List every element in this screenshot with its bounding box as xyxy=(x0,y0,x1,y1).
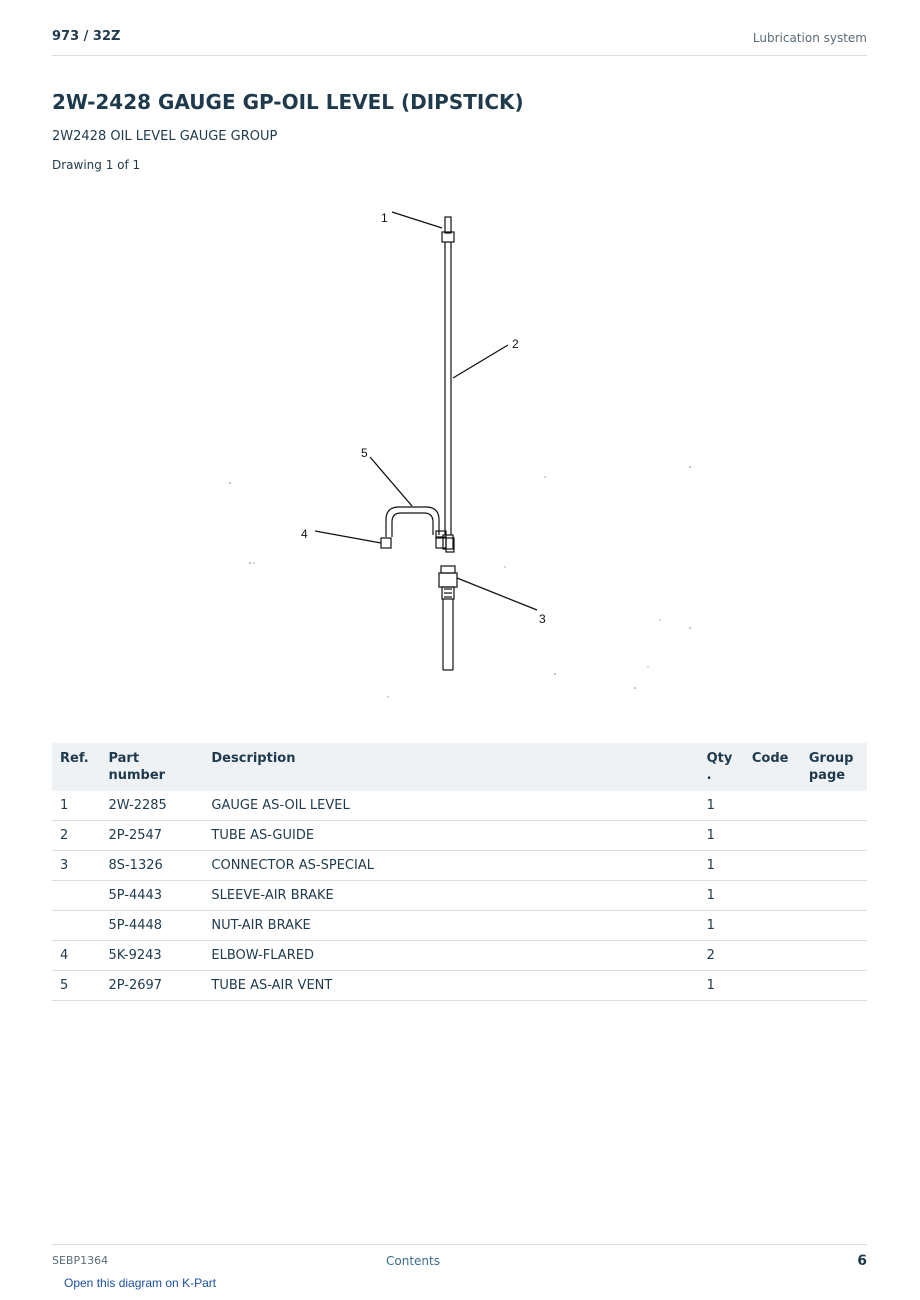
cell-qty: 1 xyxy=(698,791,744,821)
header-description: Description xyxy=(203,743,699,791)
table-row: 4 5K-9243 ELBOW-FLARED 2 xyxy=(52,940,867,971)
page-title: 2W-2428 GAUGE GP-OIL LEVEL (DIPSTICK) xyxy=(52,90,524,114)
table-row: 1 2W-2285 GAUGE AS-OIL LEVEL 1 xyxy=(52,791,867,821)
table-row: 5 2P-2697 TUBE AS-AIR VENT 1 xyxy=(52,970,867,1001)
group-subtitle: 2W2428 OIL LEVEL GAUGE GROUP xyxy=(52,129,278,144)
cell-code xyxy=(743,940,801,971)
parts-diagram: 1 2 3 4 5 xyxy=(229,211,691,698)
dipstick-drawing xyxy=(380,216,458,671)
cell-group-page xyxy=(800,791,867,821)
cell-code xyxy=(743,880,801,911)
page-header: 973 / 32Z Lubrication system xyxy=(52,26,867,56)
drawing-count: Drawing 1 of 1 xyxy=(52,158,141,172)
cell-part-number: 5K-9243 xyxy=(100,940,204,971)
cell-code xyxy=(743,970,801,1001)
cell-part-number: 2P-2697 xyxy=(100,970,204,1001)
table-row: 5P-4443 SLEEVE-AIR BRAKE 1 xyxy=(52,880,867,911)
cell-group-page xyxy=(800,880,867,911)
header-group-page: Group page xyxy=(800,743,867,791)
table-header-row: Ref. Part number Description Qty . Code … xyxy=(52,743,867,791)
cell-ref: 5 xyxy=(52,970,101,1001)
cell-part-number: 5P-4443 xyxy=(100,880,204,911)
cell-group-page xyxy=(800,850,867,881)
cell-qty: 1 xyxy=(698,970,744,1001)
cell-part-number: 8S-1326 xyxy=(100,850,204,881)
kpart-diagram-link[interactable]: Open this diagram on K-Part xyxy=(64,1276,217,1290)
cell-ref: 1 xyxy=(52,791,101,821)
cell-qty: 2 xyxy=(698,940,744,971)
cell-description: NUT-AIR BRAKE xyxy=(203,910,699,941)
table-row: 3 8S-1326 CONNECTOR AS-SPECIAL 1 xyxy=(52,850,867,881)
cell-group-page xyxy=(800,820,867,851)
cell-description: ELBOW-FLARED xyxy=(203,940,699,971)
page-number: 6 xyxy=(857,1253,867,1269)
cell-part-number: 2P-2547 xyxy=(100,820,204,851)
cell-part-number: 2W-2285 xyxy=(100,791,204,821)
cell-group-page xyxy=(800,940,867,971)
cell-description: GAUGE AS-OIL LEVEL xyxy=(203,791,699,821)
cell-description: TUBE AS-AIR VENT xyxy=(203,970,699,1001)
document-id: SEBP1364 xyxy=(52,1254,109,1267)
cell-qty: 1 xyxy=(698,880,744,911)
noise-dots xyxy=(229,466,691,698)
cell-qty: 1 xyxy=(698,910,744,941)
header-ref: Ref. xyxy=(52,743,101,791)
cell-ref: 2 xyxy=(52,820,101,851)
cell-group-page xyxy=(800,910,867,941)
cell-code xyxy=(743,791,801,821)
parts-table: Ref. Part number Description Qty . Code … xyxy=(52,743,867,1001)
cell-part-number: 5P-4448 xyxy=(100,910,204,941)
cell-ref xyxy=(52,880,101,911)
cell-ref xyxy=(52,910,101,941)
cell-ref: 4 xyxy=(52,940,101,971)
cell-code xyxy=(743,850,801,881)
cell-ref: 3 xyxy=(52,850,101,881)
cell-qty: 1 xyxy=(698,820,744,851)
cell-code xyxy=(743,820,801,851)
contents-link[interactable]: Contents xyxy=(386,1254,440,1268)
callout-5: 5 xyxy=(361,446,368,460)
cell-code xyxy=(743,910,801,941)
callout-3: 3 xyxy=(539,612,546,626)
cell-qty: 1 xyxy=(698,850,744,881)
callout-4: 4 xyxy=(301,527,308,541)
header-part-number: Part number xyxy=(100,743,204,791)
cell-description: SLEEVE-AIR BRAKE xyxy=(203,880,699,911)
header-code: Code xyxy=(743,743,801,791)
header-qty: Qty . xyxy=(698,743,744,791)
callout-2: 2 xyxy=(512,337,519,351)
callout-1: 1 xyxy=(381,211,388,225)
page-footer: SEBP1364 Contents 6 xyxy=(52,1244,867,1269)
cell-description: TUBE AS-GUIDE xyxy=(203,820,699,851)
section-label: Lubrication system xyxy=(752,31,867,45)
cell-description: CONNECTOR AS-SPECIAL xyxy=(203,850,699,881)
callout-leaders xyxy=(314,211,538,611)
table-row: 5P-4448 NUT-AIR BRAKE 1 xyxy=(52,910,867,941)
model-label: 973 / 32Z xyxy=(52,29,121,44)
cell-group-page xyxy=(800,970,867,1001)
table-row: 2 2P-2547 TUBE AS-GUIDE 1 xyxy=(52,820,867,851)
